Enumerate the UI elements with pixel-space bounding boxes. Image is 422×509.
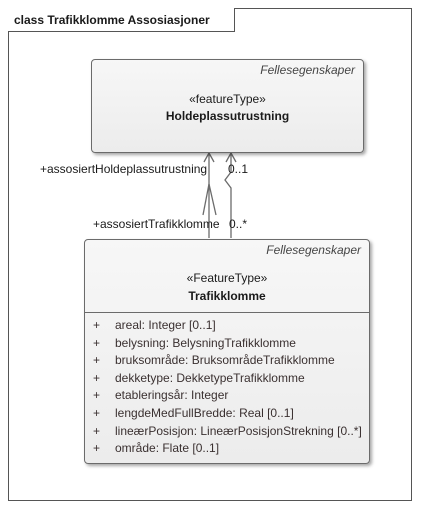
attribute-row[interactable]: +areal: Integer [0..1] (91, 318, 365, 336)
attribute-text: område: Flate [0..1] (115, 441, 220, 456)
class-name: Holdeplassutrustning (165, 109, 290, 123)
association-stroke-a (202, 183, 210, 216)
attribute-list: +areal: Integer [0..1] +belysning: Belys… (91, 318, 365, 459)
diagram-frame-label: class Trafikklomme Assosiasjoner (8, 8, 235, 32)
attribute-text: bruksområde: BruksområdeTrafikklomme (115, 353, 335, 368)
navigability-arrow-icon-2 (225, 151, 237, 163)
compartment-divider (85, 312, 369, 313)
stereotype-label: «featureType» (189, 92, 266, 106)
multiplicity-top: 0..1 (228, 162, 249, 176)
attribute-text: etableringsår: Integer (115, 388, 229, 403)
package-label: Fellesegenskaper (266, 243, 361, 257)
stereotype-label: «FeatureType» (186, 271, 268, 285)
package-label: Fellesegenskaper (260, 63, 355, 77)
navigability-arrow-icon (203, 151, 215, 163)
attribute-row[interactable]: +dekketype: DekketypeTrafikklomme (91, 371, 365, 389)
attribute-row[interactable]: +lineærPosisjon: LineærPosisjonStrekning… (91, 424, 365, 442)
class-holdeplassutrustning[interactable]: Fellesegenskaper «featureType» Holdeplas… (91, 59, 364, 153)
multiplicity-bottom: 0..* (229, 217, 248, 231)
association-line-right (224, 153, 232, 238)
attribute-text: belysning: BelysningTrafikklomme (115, 335, 296, 350)
attribute-text: dekketype: DekketypeTrafikklomme (115, 370, 305, 385)
attribute-row[interactable]: +område: Flate [0..1] (91, 441, 365, 459)
attribute-row[interactable]: +lengdeMedFullBredde: Real [0..1] (91, 406, 365, 424)
class-trafikklomme[interactable]: Fellesegenskaper «FeatureType» Trafikklo… (84, 239, 370, 464)
role-label-bottom: +assosiertTrafikklomme (93, 217, 220, 231)
attribute-text: areal: Integer [0..1] (115, 318, 216, 332)
role-label-top: +assosiertHoldeplassutrustning (40, 162, 208, 176)
attribute-text: lineærPosisjon: LineærPosisjonStrekning … (115, 423, 362, 438)
attribute-text: lengdeMedFullBredde: Real [0..1] (115, 405, 294, 420)
association-stroke-b (208, 183, 217, 216)
attribute-row[interactable]: +bruksområde: BruksområdeTrafikklomme (91, 353, 365, 371)
class-name: Trafikklomme (188, 289, 266, 303)
attribute-row[interactable]: +etableringsår: Integer (91, 388, 365, 406)
attribute-row[interactable]: +belysning: BelysningTrafikklomme (91, 336, 365, 354)
